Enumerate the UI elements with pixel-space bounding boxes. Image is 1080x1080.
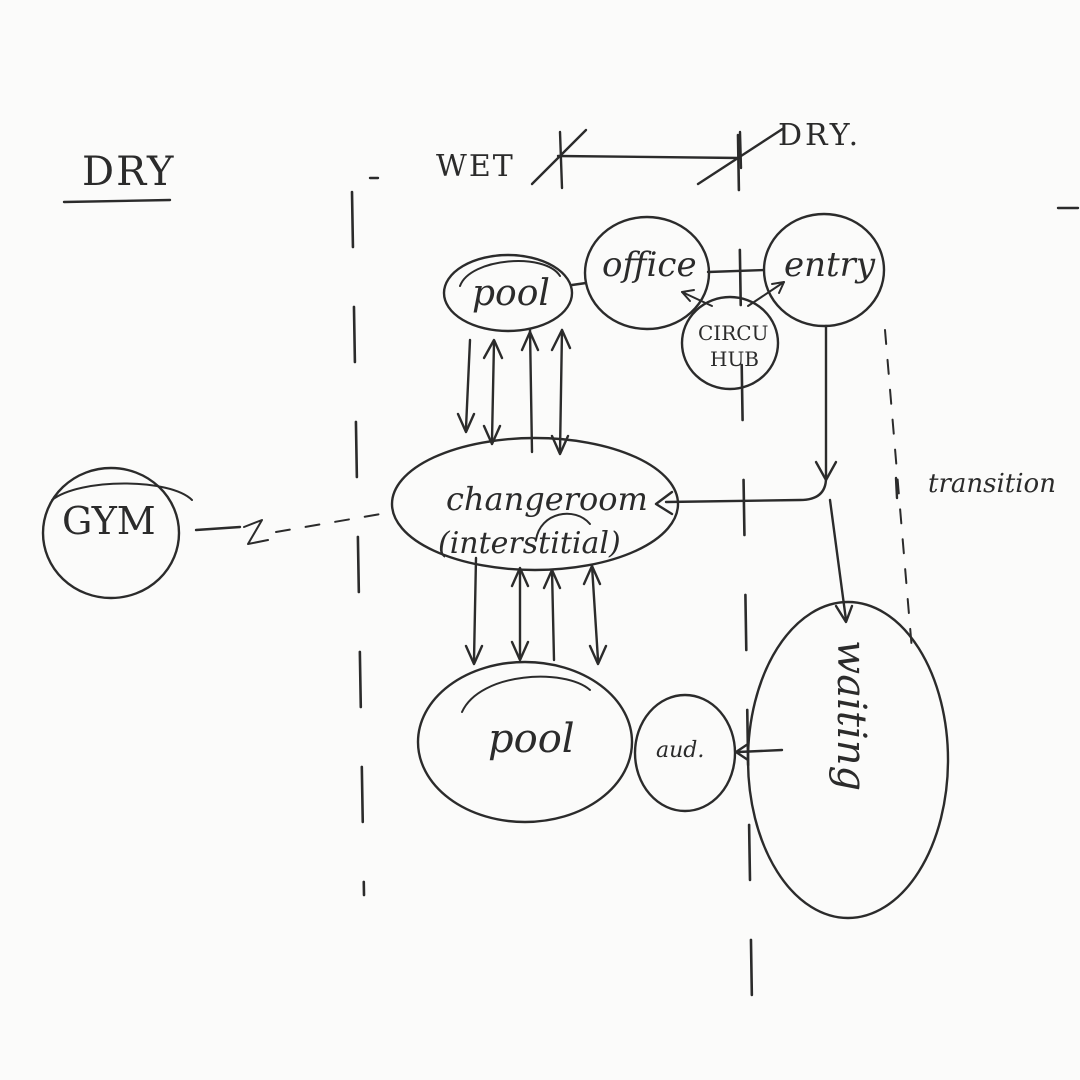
links-changeroom-pool-bottom [464, 556, 608, 666]
zone-dimension-line [530, 126, 786, 190]
link-entry-changeroom [654, 324, 838, 516]
pool-bottom-node: pool [416, 660, 634, 824]
entry-node: entry [762, 212, 886, 328]
waiting-node: waiting [746, 600, 950, 920]
waiting-label: waiting [828, 640, 874, 791]
zone-divider-right [884, 329, 913, 651]
office-node: office [583, 215, 711, 331]
gym-label: GYM [62, 499, 156, 543]
circulation-hub-node: CIRCU HUB [680, 295, 780, 391]
link-office-entry [706, 268, 766, 274]
zone-label-dry-right: DRY. [778, 118, 861, 153]
circ-hub-label-line2: HUB [710, 347, 759, 371]
link-waiting-aud [734, 742, 784, 762]
aud-label: aud. [656, 738, 704, 763]
pool-top-label: pool [472, 273, 550, 314]
dry-left-underline [62, 198, 172, 204]
zone-divider-left [350, 190, 366, 897]
transition-tick [894, 476, 899, 500]
links-pool-top-changeroom [456, 328, 572, 456]
gym-node: GYM [41, 466, 193, 600]
circ-hub-label-line1: CIRCU [698, 321, 768, 345]
entry-label: entry [784, 245, 876, 285]
pool-bottom-label: pool [488, 716, 575, 762]
transition-label: transition [928, 469, 1056, 499]
zone-label-wet: WET [436, 149, 515, 184]
link-hub-office-entry [681, 281, 785, 307]
changeroom-label-line1: changeroom [446, 480, 648, 518]
pool-top-node: pool [442, 253, 574, 333]
zone-label-dry-left: DRY [82, 149, 175, 195]
link-transition-waiting [828, 498, 854, 624]
changeroom-label-line2: (interstitial) [438, 526, 621, 561]
auditorium-node: aud. [633, 693, 737, 813]
zone-divider-middle [736, 133, 754, 1007]
changeroom-node: changeroom (interstitial) [390, 436, 680, 572]
link-gym-changeroom [194, 511, 393, 545]
link-pool-office [570, 281, 588, 287]
office-label: office [602, 245, 697, 285]
